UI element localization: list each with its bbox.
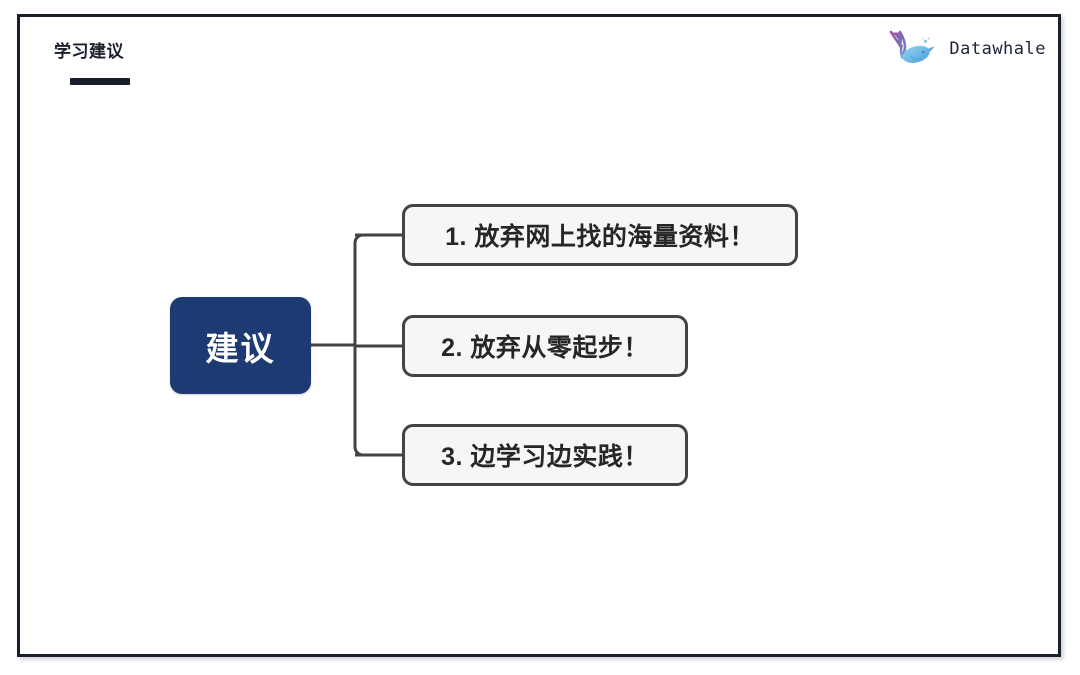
page-title: 学习建议	[54, 42, 124, 61]
brand-logo-group: Datawhale	[887, 30, 1046, 68]
slide-frame	[17, 14, 1061, 657]
whale-icon	[890, 30, 935, 63]
title-underline-bar	[70, 78, 130, 85]
brand-name-label: Datawhale	[949, 39, 1046, 59]
